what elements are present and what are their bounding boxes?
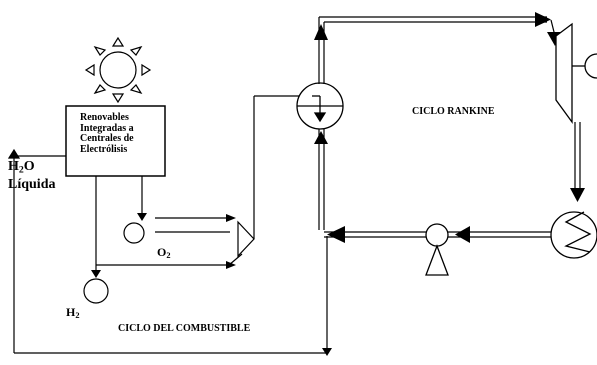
h2-label: H2 [66, 305, 80, 321]
water-return-line [7, 148, 327, 354]
arrow-h2-to-mixer [226, 261, 236, 269]
condenser-icon [550, 211, 597, 259]
electrolysis-outlets [95, 176, 230, 272]
arrow-to-pump [455, 226, 470, 243]
sun-icon [84, 36, 152, 104]
rankine-left-pipe [318, 22, 328, 353]
electrolysis-label-line-4: Electrólisis [80, 143, 128, 155]
arrow-to-h2-tank [91, 270, 101, 278]
h2-tank-icon [83, 278, 109, 304]
electrolysis-label: Renovables Integradas a Centrales de Ele… [80, 112, 162, 155]
arrow-to-o2-tank [137, 213, 147, 221]
arrow-down-to-water [322, 348, 332, 356]
o2-label: O2 [157, 245, 171, 261]
arrow-o2-to-mixer [226, 214, 236, 222]
liquid-label: Líquida [8, 177, 56, 192]
turbine-icon [555, 22, 597, 124]
water-label: H2O [8, 159, 35, 176]
o2-tank-icon [123, 222, 145, 244]
electrolysis-unit [65, 105, 166, 177]
pump-icon [425, 223, 449, 276]
electrolysis-label-line-1: Renovables [80, 112, 129, 123]
electrolysis-label-line-3: Centrales de [80, 133, 134, 144]
arrow-to-condenser [570, 188, 585, 202]
arrow-to-turbine [535, 12, 551, 27]
fuel-cycle-label: CICLO DEL COMBUSTIBLE [118, 323, 251, 334]
electrolysis-label-line-2: Integradas a [80, 122, 134, 134]
arrow-up-top [314, 24, 328, 40]
rankine-right-pipe [574, 122, 581, 190]
rankine-top-pipe [318, 16, 547, 23]
arrow-up-to-exchanger [314, 131, 328, 144]
mixer-line-lower [228, 253, 243, 266]
mixer-icon [237, 220, 255, 258]
arrow-to-left-pipe [327, 226, 345, 243]
heat-exchanger-icon [296, 82, 344, 130]
rankine-cycle-label: CICLO RANKINE [412, 106, 495, 117]
